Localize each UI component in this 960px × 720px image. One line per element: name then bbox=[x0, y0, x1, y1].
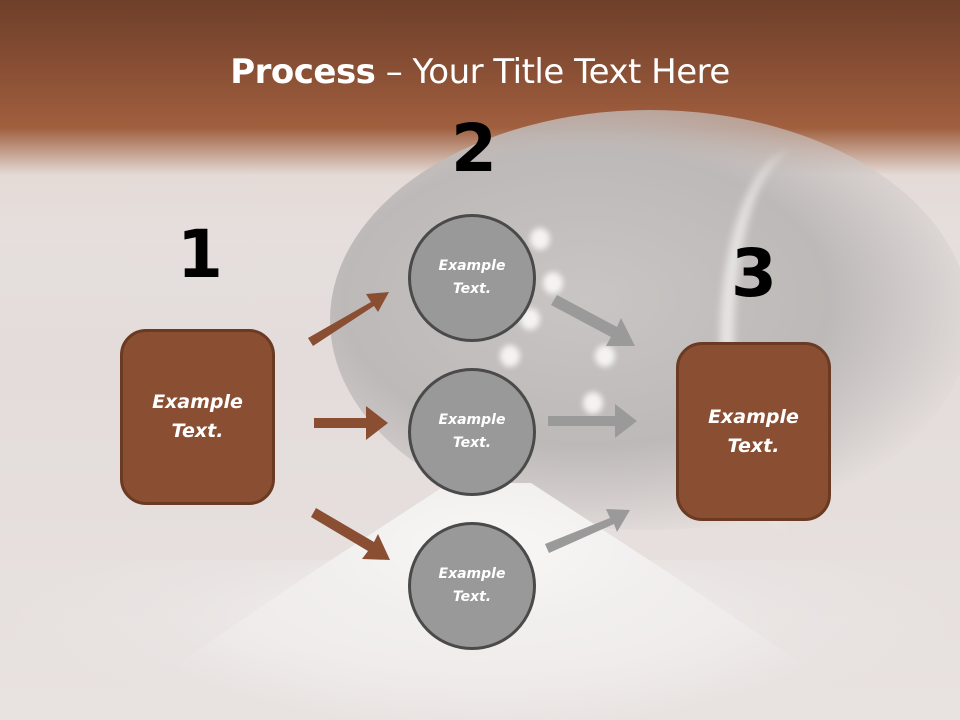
circle-label-line1: Example bbox=[438, 412, 506, 428]
arrow-icon bbox=[545, 509, 630, 553]
step-number-3: 3 bbox=[731, 235, 777, 312]
step-number-1: 1 bbox=[177, 216, 223, 293]
circle-label-line1: Example bbox=[438, 258, 506, 274]
box-label-line1: Example bbox=[708, 405, 799, 428]
box-label-line2: Text. bbox=[171, 420, 224, 442]
shaker-hole bbox=[543, 272, 563, 294]
slide-title: Process – Your Title Text Here bbox=[0, 52, 960, 92]
title-rest: – Your Title Text Here bbox=[375, 52, 731, 92]
arrow-icon bbox=[551, 295, 635, 346]
shaker-hole bbox=[583, 392, 603, 414]
circle-label-line2: Text. bbox=[452, 435, 492, 451]
process-box-3[interactable]: Example Text. bbox=[676, 342, 831, 521]
box-label-line1: Example bbox=[152, 391, 243, 413]
shaker-hole bbox=[530, 228, 550, 250]
process-circle-2[interactable]: Example Text. bbox=[408, 368, 536, 496]
process-circle-3[interactable]: Example Text. bbox=[408, 522, 536, 650]
process-circle-1[interactable]: Example Text. bbox=[408, 214, 536, 342]
arrow-icon bbox=[548, 404, 637, 438]
process-box-1[interactable]: Example Text. bbox=[120, 329, 275, 505]
box-label-line2: Text. bbox=[727, 434, 780, 457]
title-strong: Process bbox=[230, 52, 376, 92]
arrow-icon bbox=[314, 406, 388, 440]
arrow-icon bbox=[311, 508, 390, 560]
arrow-icon bbox=[308, 292, 389, 346]
circle-label-line1: Example bbox=[438, 566, 506, 582]
circle-label-line2: Text. bbox=[452, 281, 492, 297]
shaker-hole bbox=[595, 345, 615, 367]
step-number-2: 2 bbox=[451, 110, 497, 187]
shaker-hole bbox=[500, 345, 520, 367]
circle-label-line2: Text. bbox=[452, 589, 492, 605]
